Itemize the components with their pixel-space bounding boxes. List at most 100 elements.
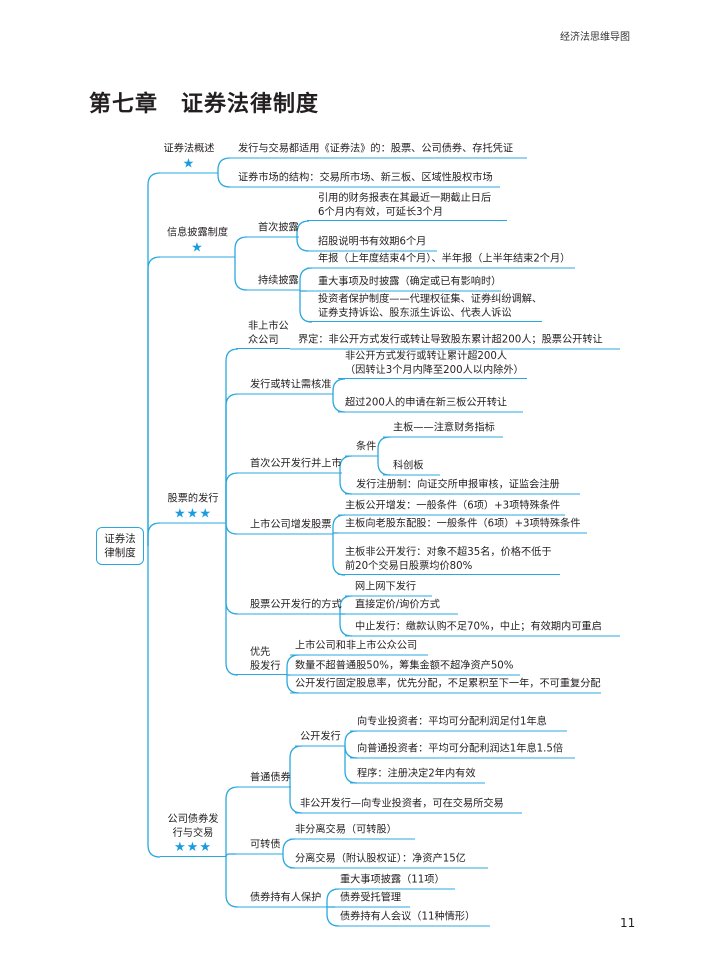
mindmap-node: 债券持有人保护 <box>236 892 327 907</box>
mindmap-node: 网上网下发行 <box>345 581 432 596</box>
node-label: 发行或转让需核准 <box>250 379 332 391</box>
node-label: 债券持有人会议（11种情形） <box>340 911 476 923</box>
node-label: 可转债 <box>250 839 281 851</box>
mindmap-node: 分离交易（附认股权证）：净资产15亿 <box>290 853 488 868</box>
node-label: 主板向老股东配股：一般条件（6项）+3项特殊条件 <box>345 518 581 530</box>
mindmap-branch: 公司债券发 行与交易★★★ <box>160 813 226 857</box>
node-label: 主板公开增发：一般条件（6项）+3项特殊条件 <box>345 500 561 512</box>
node-label: 非公开发行—向专业投资者，可在交易所交易 <box>300 798 504 810</box>
mindmap-node: 股票公开发行的方式 <box>236 599 342 614</box>
importance-stars-icon: ★★★ <box>174 506 212 521</box>
mindmap-node: 发行注册制：向证交所申报审核，证监会注册 <box>345 479 580 494</box>
node-label: 股票公开发行的方式 <box>250 599 342 611</box>
mindmap-node: 主板——注意财务指标 <box>383 422 503 437</box>
mindmap-node: 首次公开发行并上市 <box>236 458 342 473</box>
node-label: 直接定价/询价方式 <box>355 599 440 611</box>
node-label: 程序：注册决定2年内有效 <box>357 768 476 780</box>
node-label: 招股说明书有效期6个月 <box>318 236 427 248</box>
mindmap-branch: 股票的发行★★★ <box>160 493 226 523</box>
node-label: 重大事项及时披露（确定或已有影响时） <box>318 276 502 288</box>
node-label: 证券市场的结构：交易所市场、新三板、区域性股权市场 <box>238 172 493 184</box>
importance-stars-icon: ★ <box>182 156 196 171</box>
node-label: 科创板 <box>393 460 424 472</box>
node-label: 年报（上年度结束4个月）、半年报（上半年结束2个月） <box>318 253 571 265</box>
mindmap-node: 上市公司和非上市公众公司 <box>290 640 428 655</box>
mindmap-node: 中止发行：缴款认购不足70%，中止；有效期内可重启 <box>345 621 620 636</box>
node-label: 向专业投资者：平均可分配利润足付1年息 <box>357 716 547 728</box>
connector-line <box>299 267 313 290</box>
node-label: 引用的财务报表在其最近一期截止日后 6个月内有效，可延长3个月 <box>318 193 492 218</box>
node-label: 重大事项披露（11项） <box>340 874 445 886</box>
node-label: 主板——注意财务指标 <box>393 422 495 434</box>
mindmap-node: 公开发行固定股息率，优先分配，不足累积至下一年，不可重复分配 <box>290 678 601 693</box>
node-label: 上市公司增发股票 <box>250 519 332 531</box>
connector-line <box>282 838 296 854</box>
mindmap-node: 优先 股发行 <box>236 646 287 675</box>
mindmap-node: 发行或转让需核准 <box>236 379 333 394</box>
mindmap-branch: 信息披露制度★ <box>160 227 235 257</box>
mindmap-node: 数量不超普通股50%，筹集金额不超净资产50% <box>290 660 520 675</box>
node-label: 上市公司和非上市公众公司 <box>295 640 418 652</box>
mindmap-node: 公开发行 <box>295 731 345 746</box>
mindmap-node: 债券受托管理 <box>335 892 410 907</box>
connector-line <box>286 654 300 675</box>
node-label: 公开发行固定股息率，优先分配，不足累积至下一年，不可重复分配 <box>295 678 601 690</box>
connector-line <box>296 220 310 237</box>
connector-line <box>217 157 231 173</box>
connector-line <box>344 730 358 746</box>
connector-line <box>225 472 239 523</box>
mindmap-node: 主板公开增发：一般条件（6项）+3项特殊条件 <box>338 500 565 515</box>
node-label: 债券受托管理 <box>340 892 402 904</box>
mindmap-node: 证券市场的结构：交易所市场、新三板、区域性股权市场 <box>228 172 500 187</box>
node-label: 中止发行：缴款认购不足70%，中止；有效期内可重启 <box>355 621 602 633</box>
mindmap-node: 条件 <box>345 441 378 456</box>
connector-line <box>326 888 340 907</box>
node-label: 非公开方式发行或转让累计超200人 （因转让3个月内降至200人以内除外） <box>345 351 524 376</box>
mindmap-node: 直接定价/询价方式 <box>345 599 458 614</box>
mindmap-node: 超过200人的申请在新三板公开转让 <box>338 397 523 412</box>
mindmap-node: 非上市公 众公司 <box>236 320 290 349</box>
connector-line <box>234 257 248 291</box>
connector-line <box>225 348 239 523</box>
node-label: 非分离交易（可转股） <box>295 824 397 836</box>
mindmap-node: 向普通投资者：平均可分配利润达1年息1.5倍 <box>350 743 575 758</box>
node-label: 发行与交易都适用《证券法》的：股票、公司债券、存托凭证 <box>238 143 514 155</box>
node-label: 普通债券 <box>250 772 291 784</box>
mindmap-node: 可转债 <box>236 839 283 854</box>
connector-line <box>332 378 346 394</box>
connector-line <box>225 857 239 908</box>
mindmap-node: 首次披露 <box>245 222 299 237</box>
connector-line <box>147 256 161 546</box>
mindmap-node: 非公开方式发行或转让累计超200人 （因转让3个月内降至200人以内除外） <box>338 350 527 379</box>
mindmap-root: 证券法 律制度 <box>96 527 144 565</box>
mindmap-node: 重大事项披露（11项） <box>335 874 455 889</box>
chapter-title: 第七章 证券法律制度 <box>89 92 320 117</box>
connector-line <box>289 745 303 787</box>
node-label: 持续披露 <box>258 275 299 287</box>
connector-line <box>147 172 161 546</box>
node-label: 数量不超普通股50%，筹集金额不超净资产50% <box>295 660 514 672</box>
node-label: 公司债券发 行与交易 <box>167 814 219 839</box>
connector-line <box>332 514 346 534</box>
node-label: 主板非公开发行：对象不超35名，价格不低于 前20个交易日股票均价80% <box>345 547 552 572</box>
mindmap-branch: 证券法概述★ <box>160 143 218 173</box>
node-label: 超过200人的申请在新三板公开转让 <box>345 397 508 409</box>
node-label: 公开发行 <box>300 731 341 743</box>
node-label: 发行注册制：向证交所申报审核，证监会注册 <box>356 479 560 491</box>
mindmap-node: 普通债券 <box>236 772 291 787</box>
connector-line <box>299 289 307 292</box>
importance-stars-icon: ★ <box>191 240 204 255</box>
mindmap-node: 非分离交易（可转股） <box>290 824 415 839</box>
node-label: 分离交易（附认股权证）：净资产15亿 <box>295 853 466 865</box>
node-label: 向普通投资者：平均可分配利润达1年息1.5倍 <box>357 743 564 755</box>
node-label: 条件 <box>356 441 377 453</box>
node-label: 证券法概述 <box>163 143 215 155</box>
mindmap-node: 债券持有人会议（11种情形） <box>335 911 490 926</box>
connector-line <box>377 436 391 456</box>
mindmap-node: 向专业投资者：平均可分配利润足付1年息 <box>350 716 567 731</box>
connector-line <box>225 523 239 676</box>
connector-line <box>339 595 353 614</box>
mindmap-node: 发行与交易都适用《证券法》的：股票、公司债券、存托凭证 <box>228 143 527 158</box>
connector-line <box>234 236 248 257</box>
